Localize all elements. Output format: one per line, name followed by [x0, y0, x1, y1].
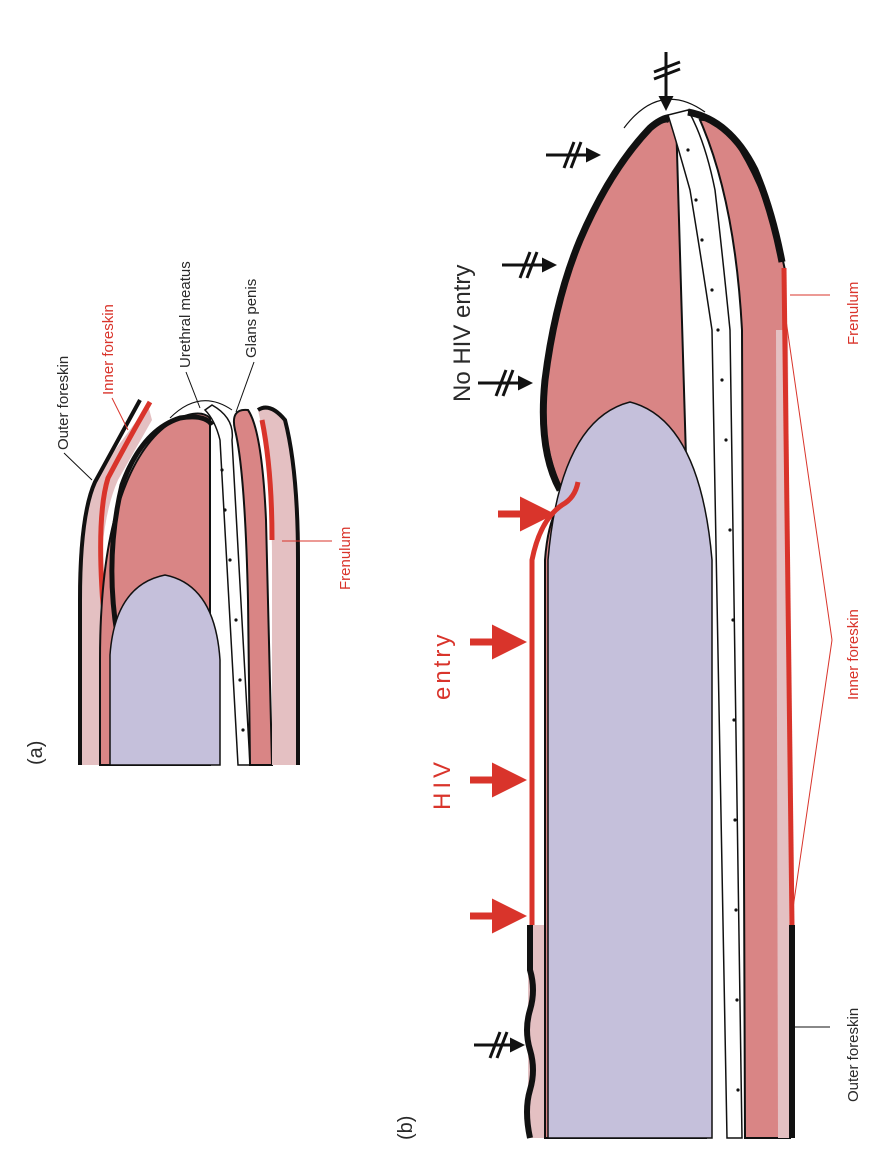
panel-a: (a) Outer foreskin Inner foreskin Urethr… — [25, 261, 354, 765]
panel-b-label-frenulum: Frenulum — [845, 282, 862, 345]
panel-a-label-inner-foreskin: Inner foreskin — [100, 304, 117, 395]
panel-b-label-outer-foreskin: Outer foreskin — [845, 1008, 862, 1102]
panel-b-label-entry: entry — [429, 632, 456, 700]
panel-a-shaft-core — [110, 575, 220, 765]
panel-a-label-frenulum: Frenulum — [337, 527, 354, 590]
panel-a-label-glans-penis: Glans penis — [243, 279, 260, 358]
panel-a-leader-inner-foreskin — [112, 398, 128, 430]
panel-b: (b) No HIV entry HIV entry Frenulum Inne… — [395, 52, 862, 1140]
panel-a-leader-glans-penis — [236, 362, 254, 412]
panel-b-leader-inner-foreskin-1 — [786, 320, 832, 640]
panel-b-label-hiv: HIV — [429, 758, 456, 810]
panel-b-leader-inner-foreskin-2 — [792, 640, 832, 915]
panel-b-label-inner-foreskin: Inner foreskin — [845, 609, 862, 700]
panel-a-label: (a) — [25, 741, 47, 765]
panel-b-shaft-core — [548, 402, 712, 1138]
panel-a-leader-outer-foreskin — [64, 453, 92, 480]
panel-b-label: (b) — [395, 1116, 417, 1140]
panel-a-label-urethral-meatus: Urethral meatus — [177, 261, 194, 368]
panel-a-label-outer-foreskin: Outer foreskin — [55, 356, 72, 450]
panel-b-label-no-hiv-entry: No HIV entry — [449, 265, 476, 402]
